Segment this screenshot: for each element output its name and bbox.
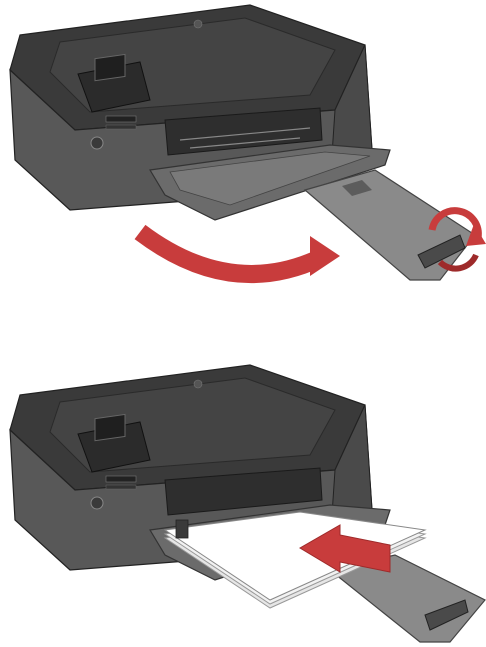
power-button-icon (90, 496, 104, 510)
step-2-illustration (9, 364, 486, 643)
rotate-arrow-icon (428, 207, 486, 272)
control-buttons (105, 115, 137, 130)
tray-extender-slot (342, 180, 372, 196)
printer (9, 364, 486, 643)
tray-extender (303, 169, 476, 281)
hp-logo-icon (193, 19, 203, 29)
power-button-icon (90, 136, 104, 150)
paper-stop (417, 234, 466, 269)
paper-stop (424, 599, 469, 631)
step-1-illustration (9, 4, 486, 283)
printer-display (94, 53, 126, 82)
step-1-panel (0, 0, 486, 300)
printer-display (94, 413, 126, 442)
paper-output-slot (164, 107, 323, 156)
hp-logo-icon (193, 379, 203, 389)
insert-arrow-icon (299, 524, 391, 573)
input-tray-inner (169, 151, 371, 206)
paper-width-guide (175, 519, 189, 539)
curved-arrow-icon (134, 224, 340, 283)
paper-output-slot (164, 467, 323, 516)
printer (9, 4, 476, 281)
paper-guides (179, 127, 311, 149)
control-buttons (105, 475, 137, 490)
step-2-panel (0, 360, 486, 647)
